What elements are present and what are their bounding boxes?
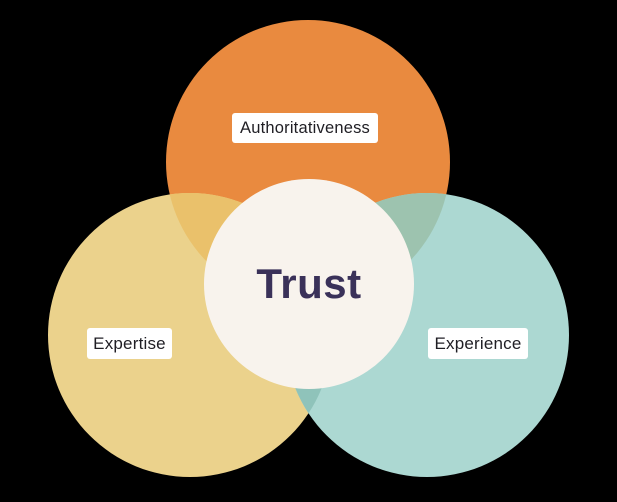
center-trust-circle bbox=[204, 179, 414, 389]
label-expertise: Expertise bbox=[87, 328, 172, 359]
label-authoritativeness: Authoritativeness bbox=[232, 113, 378, 143]
label-trust: Trust bbox=[256, 260, 362, 307]
label-experience: Experience bbox=[428, 328, 528, 359]
